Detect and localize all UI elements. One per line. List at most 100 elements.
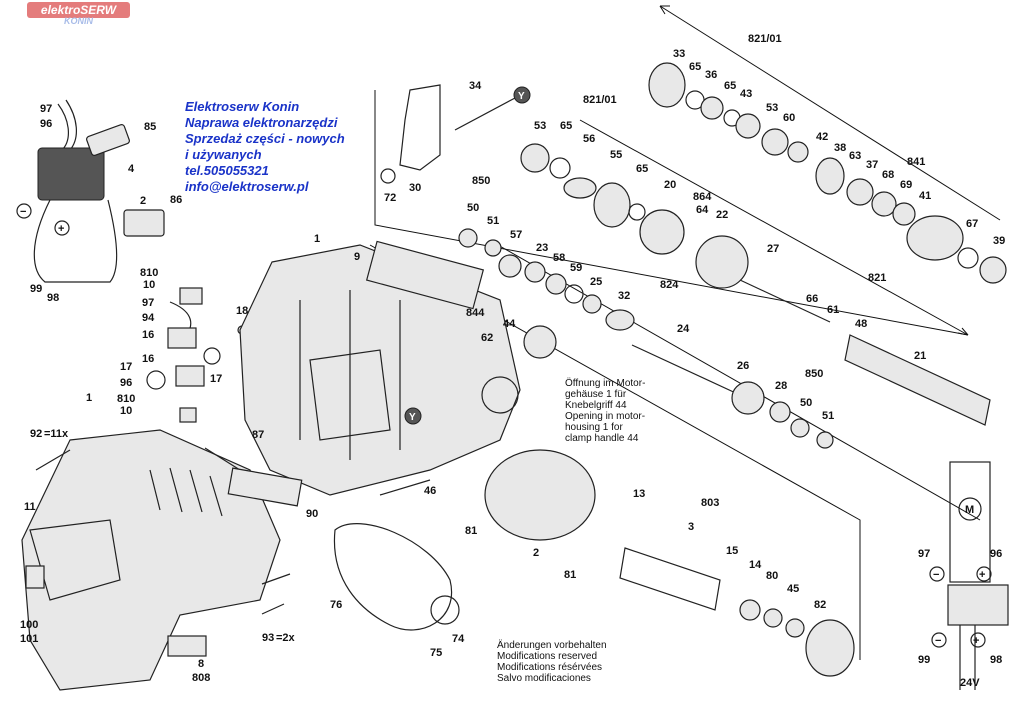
label-810a: 810 [140, 267, 158, 279]
bearing-53b [761, 128, 789, 156]
ring-65a [549, 157, 571, 179]
watermark-city: KONIN [64, 16, 93, 26]
minus-circle-left [16, 203, 32, 219]
handle-vents [149, 467, 223, 517]
label-67: 67 [966, 218, 978, 230]
opening-note: Öffnung im Motor- gehäuse 1 für Knebelgr… [565, 378, 645, 444]
label-98a: 98 [47, 292, 59, 304]
y-label-top: Y [518, 91, 525, 102]
label-99a: 99 [30, 283, 42, 295]
switch-wire-a [57, 99, 77, 151]
washer-72 [380, 168, 396, 184]
label-16b: 16 [142, 353, 154, 365]
note-line: clamp handle 44 [565, 433, 639, 444]
chuck-group [648, 62, 1007, 284]
label-92: 92 [30, 428, 42, 440]
sleeve-37 [846, 178, 874, 206]
label-32: 32 [618, 290, 630, 302]
label-2b: 2 [533, 547, 539, 559]
plus-sign-right: + [979, 569, 985, 581]
screw-92 [35, 449, 71, 471]
plus-circle-bottom [970, 632, 986, 648]
schematic-frame [949, 461, 991, 583]
label-25: 25 [590, 276, 602, 288]
label-97b: 97 [142, 297, 154, 309]
bushing-51a [484, 239, 502, 257]
label-803: 803 [701, 497, 719, 509]
label-844: 844 [466, 307, 485, 319]
label-68: 68 [882, 169, 894, 181]
label-100: 100 [20, 619, 38, 631]
bearing-55 [593, 182, 631, 228]
advert-line: i używanych [185, 147, 262, 162]
label-76: 76 [330, 599, 342, 611]
advert-email[interactable]: info@elektroserw.pl [185, 179, 309, 194]
bushing-50a [458, 228, 478, 248]
ring-59 [564, 284, 584, 304]
label-3: 3 [688, 521, 694, 533]
note-line: Öffnung im Motor- [565, 378, 646, 389]
switch-symbol [947, 584, 1009, 626]
label-50a: 50 [467, 202, 479, 214]
label-821-01-a: 821/01 [748, 33, 782, 45]
label-93-qty: =2x [276, 632, 296, 644]
label-44: 44 [503, 318, 516, 330]
note-line: Opening in motor- [565, 411, 646, 422]
gear-57 [498, 254, 522, 278]
label-14: 14 [749, 559, 762, 571]
label-34: 34 [469, 80, 482, 92]
label-30: 30 [409, 182, 421, 194]
mid-guide-frame [374, 90, 969, 336]
plus-circle-left [54, 220, 70, 236]
label-85: 85 [144, 121, 156, 133]
ring-60 [787, 141, 809, 163]
label-21: 21 [914, 350, 926, 362]
label-82: 82 [814, 599, 826, 611]
label-98b: 98 [990, 654, 1002, 666]
label-28: 28 [775, 380, 787, 392]
gear-25 [582, 294, 602, 314]
label-69: 69 [900, 179, 912, 191]
label-808 [167, 635, 207, 657]
strip-46 [379, 479, 431, 496]
note-line: gehäuse 1 für [565, 389, 627, 400]
label-62: 62 [481, 332, 493, 344]
label-48: 48 [855, 318, 867, 330]
label-36: 36 [705, 69, 717, 81]
label-26: 26 [737, 360, 749, 372]
gear-28 [769, 401, 791, 423]
ring-68 [871, 191, 897, 217]
ring-43 [735, 113, 761, 139]
advert-line: Naprawa elektronarzędzi [185, 115, 338, 130]
plate-100 [25, 565, 45, 589]
label-58: 58 [553, 252, 565, 264]
label-18: 18 [236, 305, 248, 317]
spring-17a [203, 347, 221, 365]
y-label-mid: Y [409, 412, 416, 423]
cover-82 [805, 619, 855, 677]
label-16a: 16 [142, 329, 154, 341]
holder-16a [167, 327, 197, 349]
label-17a: 17 [120, 361, 132, 373]
label-80: 80 [766, 570, 778, 582]
brush-group [146, 287, 247, 423]
note-line: housing 1 for [565, 422, 623, 433]
minus-sign-right: − [933, 569, 939, 581]
label-20: 20 [664, 179, 676, 191]
label-27: 27 [767, 243, 779, 255]
label-17b: 17 [210, 373, 222, 385]
ring-67 [957, 247, 979, 269]
label-99b: 99 [918, 654, 930, 666]
housing-window [309, 349, 391, 441]
label-15: 15 [726, 545, 738, 557]
label-66: 66 [806, 293, 818, 305]
label-808: 808 [192, 672, 210, 684]
label-56: 56 [583, 133, 595, 145]
motor-group [484, 449, 855, 677]
watermark-brand: elektroSERW [27, 2, 130, 18]
label-2: 2 [140, 195, 146, 207]
wiring-schematic: − + − + [929, 461, 1009, 690]
label-824: 824 [660, 279, 679, 291]
spring-96b [146, 370, 166, 390]
label-22: 22 [716, 209, 728, 221]
